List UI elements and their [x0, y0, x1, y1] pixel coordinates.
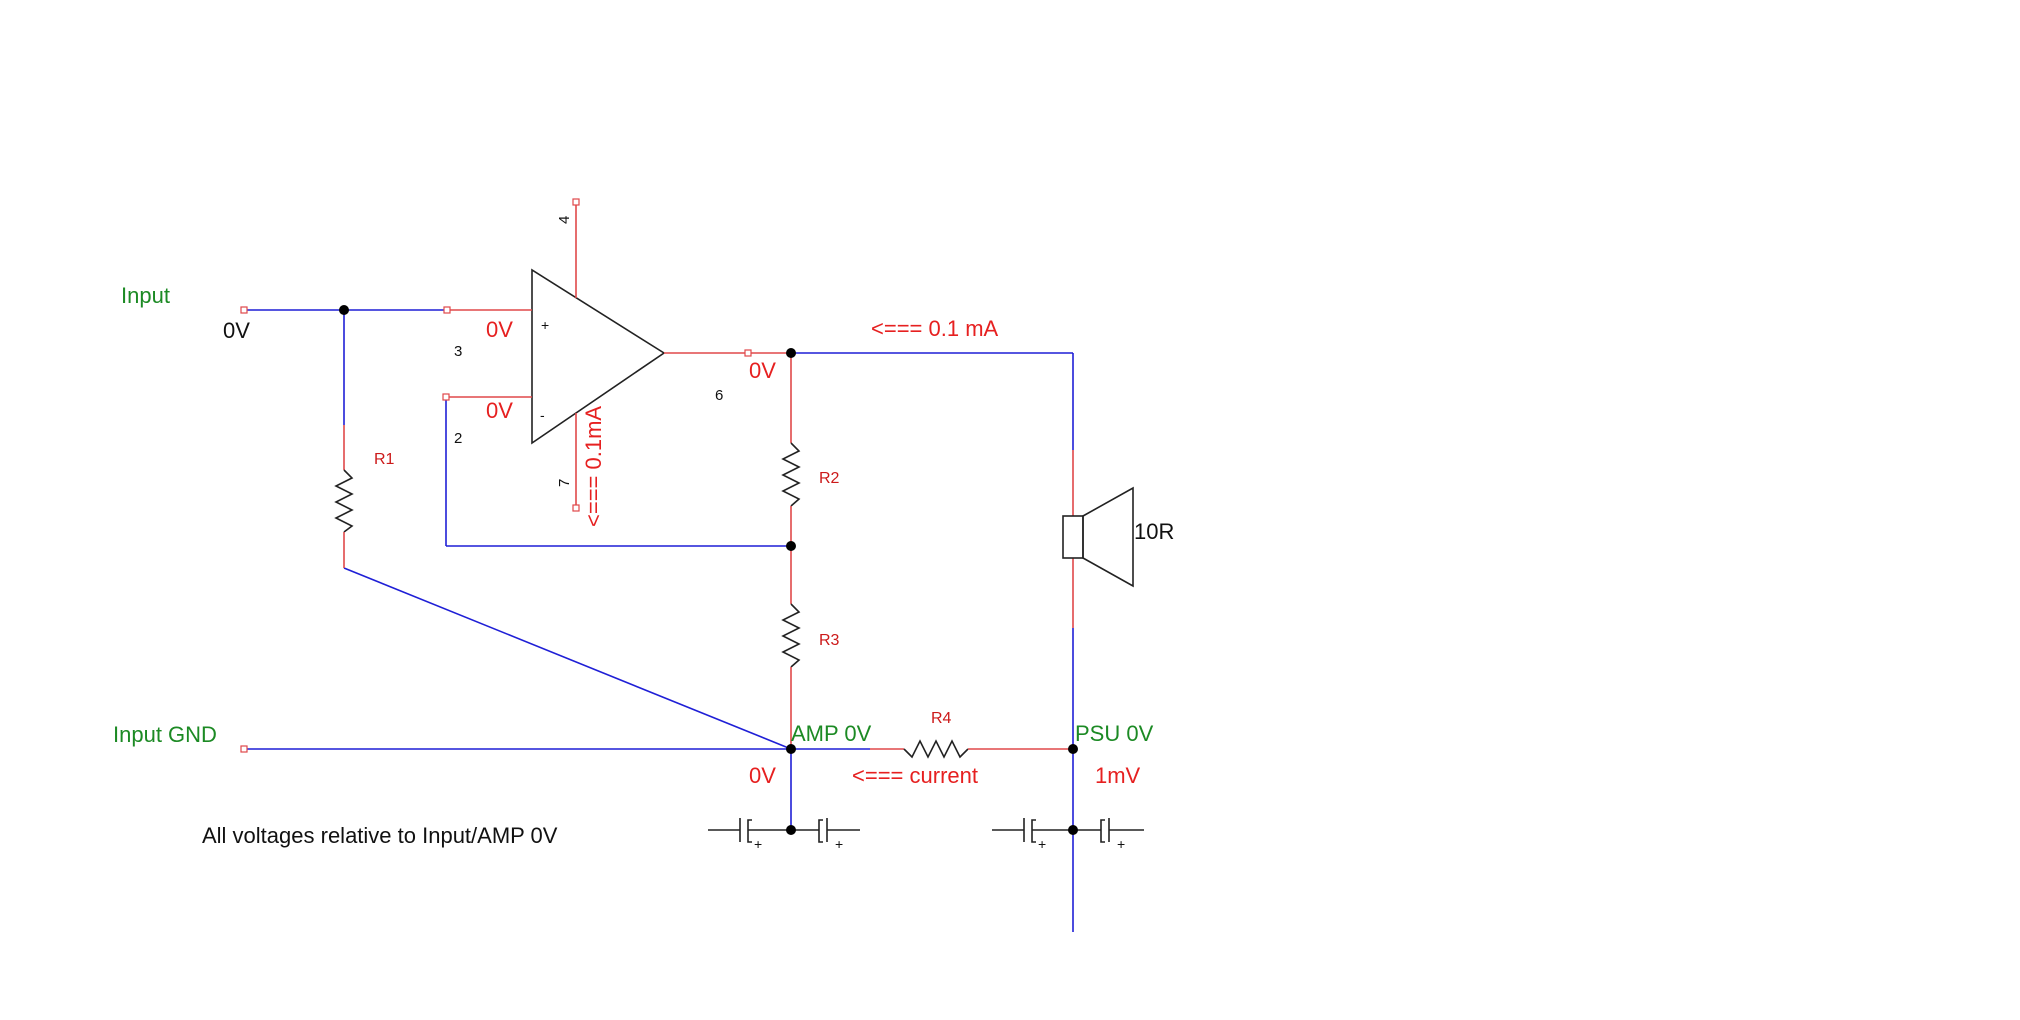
amp-0v-net-label: AMP 0V	[791, 721, 872, 746]
output-voltage-label: 0V	[749, 358, 776, 383]
resistor-r1: R1	[334, 425, 395, 568]
battery-amp-right-plus: +	[835, 836, 843, 852]
resistor-r4: R4	[870, 710, 1073, 759]
battery-amp-left: +	[708, 818, 791, 852]
speaker-coil	[1062, 515, 1084, 559]
psu-voltage-label: 1mV	[1095, 763, 1141, 788]
reference-note: All voltages relative to Input/AMP 0V	[202, 823, 558, 848]
wires	[245, 309, 1074, 932]
junction-input-r1	[339, 305, 349, 315]
battery-amp-left-plus: +	[754, 836, 762, 852]
r4-zigzag	[903, 739, 969, 759]
resistor-r2: R2	[781, 353, 840, 546]
opamp-pin4-terminal	[572, 198, 580, 206]
input-terminal	[240, 306, 248, 314]
amp-gnd-voltage-label: 0V	[749, 763, 776, 788]
wire-r1-to-amp-gnd	[343, 567, 792, 750]
battery-amp-right-plate-short	[818, 819, 823, 843]
junction-psu-battery	[1068, 825, 1078, 835]
junction-amp-battery	[786, 825, 796, 835]
opamp-pin7-terminal	[572, 504, 580, 512]
opamp: + - 3 2 6 4 7	[442, 198, 791, 512]
input-gnd-net-label: Input GND	[113, 722, 217, 747]
battery-psu-left: +	[992, 818, 1073, 852]
opamp-pin6-terminal	[744, 349, 752, 357]
battery-amp-left-plate-short	[747, 819, 752, 843]
junctions	[339, 305, 1078, 835]
junction-feedback	[786, 541, 796, 551]
junction-psu-0v	[1068, 744, 1078, 754]
battery-psu-right: +	[1073, 818, 1144, 852]
ground-current-label: <=== current	[852, 763, 978, 788]
opamp-pin6-label: 6	[715, 387, 723, 404]
opamp-body	[531, 268, 666, 445]
battery-amp-right: +	[791, 818, 860, 852]
r3-zigzag	[781, 603, 801, 668]
resistor-r3: R3	[781, 546, 840, 749]
r2-label: R2	[819, 470, 840, 487]
opamp-pin7-label: 7	[556, 479, 573, 487]
opamp-pin2-terminal	[442, 393, 450, 401]
opamp-pin4-label: 4	[556, 216, 573, 224]
r1-zigzag	[334, 469, 354, 533]
speaker: 10R	[1062, 450, 1174, 628]
opamp-pin3-label: 3	[454, 343, 462, 360]
input-gnd-terminal	[240, 745, 248, 753]
r2-zigzag	[781, 442, 801, 507]
battery-psu-left-plate-short	[1031, 819, 1036, 843]
opamp-pin3-terminal	[443, 306, 451, 314]
pin2-voltage-label: 0V	[486, 398, 513, 423]
battery-psu-left-plus: +	[1038, 836, 1046, 852]
speaker-value-label: 10R	[1134, 519, 1174, 544]
pin3-voltage-label: 0V	[486, 317, 513, 342]
r1-label: R1	[374, 451, 395, 468]
r3-label: R3	[819, 632, 840, 649]
battery-psu-right-plate-short	[1100, 819, 1105, 843]
input-net-label: Input	[121, 283, 170, 308]
junction-amp-0v	[786, 744, 796, 754]
opamp-minus-sign: -	[540, 407, 545, 423]
psu-0v-net-label: PSU 0V	[1075, 721, 1154, 746]
opamp-plus-sign: +	[541, 317, 549, 333]
opamp-pin2-label: 2	[454, 430, 462, 447]
battery-psu-right-plus: +	[1117, 836, 1125, 852]
output-current-label: <=== 0.1 mA	[871, 316, 999, 341]
junction-output	[786, 348, 796, 358]
input-voltage-label: 0V	[223, 318, 250, 343]
supply-current-label: <=== 0.1mA	[581, 406, 606, 527]
speaker-cone	[1082, 486, 1134, 588]
r4-label: R4	[931, 710, 952, 727]
